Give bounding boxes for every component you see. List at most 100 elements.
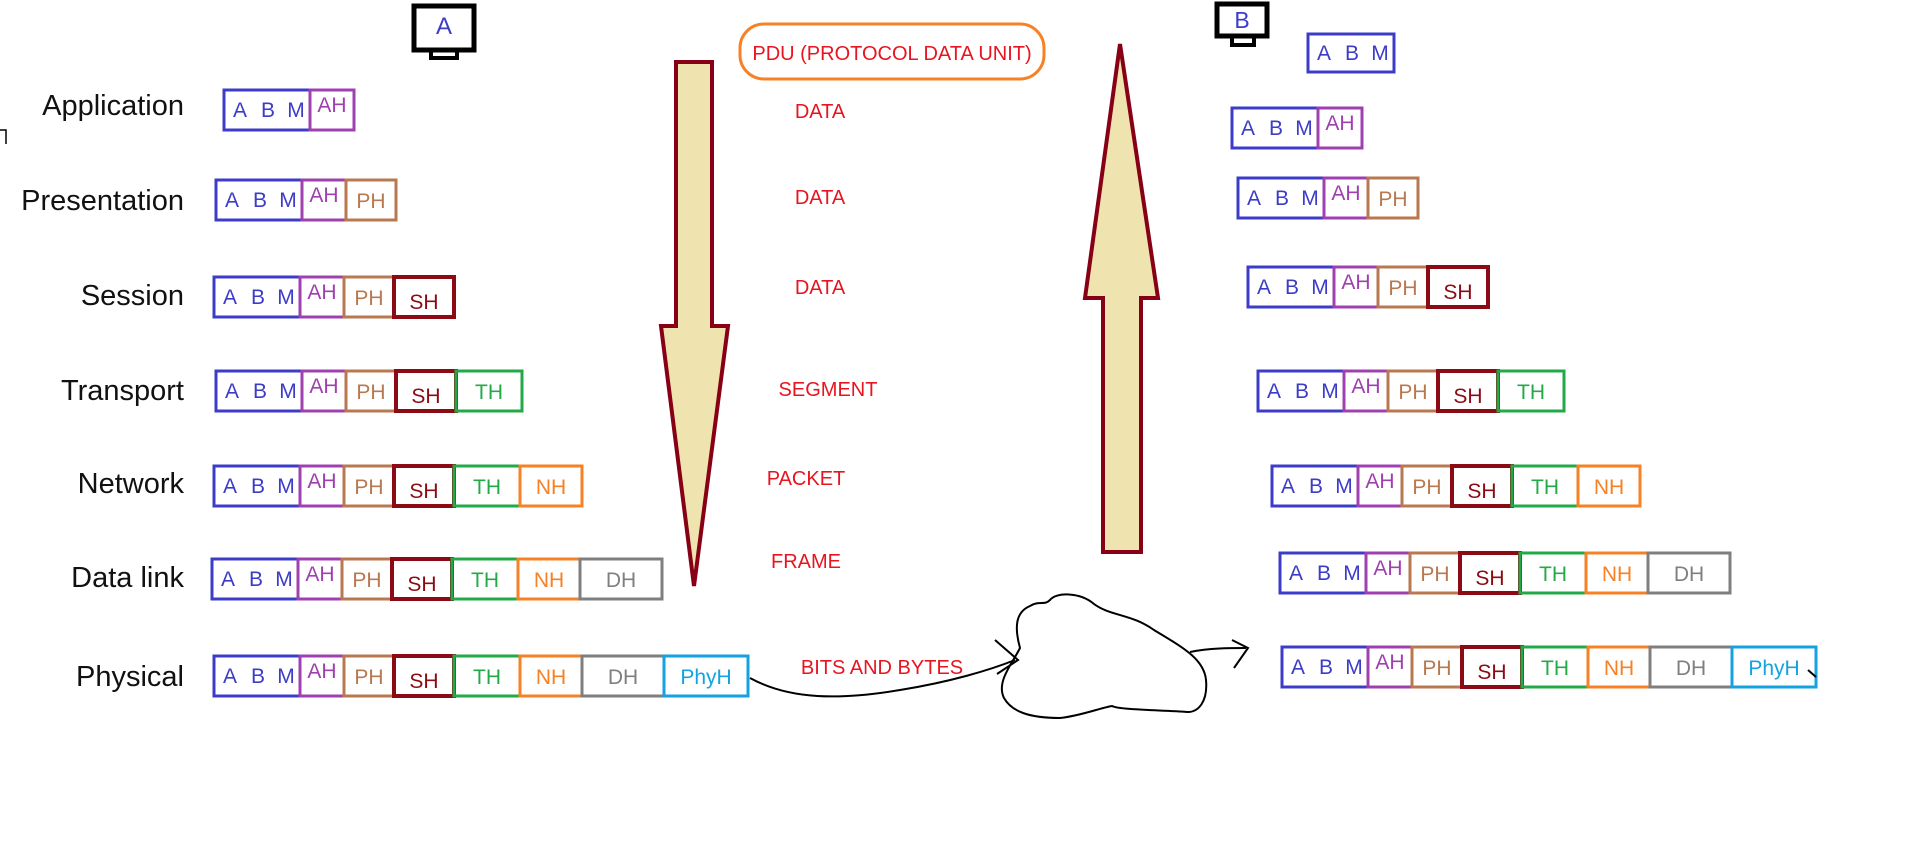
payload-letter: M <box>1321 380 1339 403</box>
link-to-host-b <box>1189 647 1247 653</box>
host-a-label: A <box>436 13 452 40</box>
layer-name-transport: Transport <box>61 375 184 407</box>
network-cloud-icon <box>1001 593 1208 720</box>
header-label-ph: PH <box>356 190 385 213</box>
layer-name-data-link: Data link <box>71 562 184 594</box>
pdu-name-6: FRAME <box>771 551 841 573</box>
header-label-dh: DH <box>1676 657 1706 680</box>
payload-letter: A <box>1257 276 1271 299</box>
trailing-mark <box>1807 669 1817 678</box>
payload-letter: A <box>1317 42 1331 65</box>
header-label-ah: AH <box>307 660 336 683</box>
payload-letter: A <box>1267 380 1281 403</box>
payload-letter: A <box>225 189 239 212</box>
payload-box <box>1306 32 1396 74</box>
payload-letter: B <box>1309 475 1323 498</box>
header-box-th <box>1496 369 1566 413</box>
header-box-nh <box>1576 464 1642 508</box>
header-label-th: TH <box>1517 381 1545 404</box>
payload-letter: M <box>1311 276 1329 299</box>
computer-a-icon <box>411 3 477 60</box>
header-label-nh: NH <box>1604 657 1634 680</box>
payload-letter: A <box>223 475 237 498</box>
layer-name-presentation: Presentation <box>21 185 184 217</box>
header-label-th: TH <box>1531 476 1559 499</box>
header-label-nh: NH <box>1602 563 1632 586</box>
payload-letter: B <box>1317 562 1331 585</box>
pdu-name-5: PACKET <box>767 468 846 490</box>
header-label-sh: SH <box>1467 480 1496 503</box>
header-label-nh: NH <box>534 569 564 592</box>
payload-letter: B <box>251 665 265 688</box>
pdu-title-border <box>738 22 1046 81</box>
payload-letter: A <box>1247 187 1261 210</box>
payload-letter: A <box>1289 562 1303 585</box>
payload-letter: A <box>1241 117 1255 140</box>
payload-letter: B <box>1345 42 1359 65</box>
payload-letter: M <box>277 665 295 688</box>
header-label-ah: AH <box>305 563 334 586</box>
pdu-name-1: DATA <box>795 101 846 123</box>
header-label-sh: SH <box>1477 661 1506 684</box>
header-box-nh <box>518 464 584 508</box>
pdu-name-7: BITS AND BYTES <box>801 657 963 679</box>
header-label-phyh: PhyH <box>680 666 731 689</box>
arrowhead-to-cloud <box>994 639 1020 675</box>
header-box-ph <box>344 178 398 222</box>
payload-letter: M <box>1345 656 1363 679</box>
header-box-ph <box>1366 176 1420 220</box>
payload-letter: M <box>279 380 297 403</box>
payload-letter: M <box>1295 117 1313 140</box>
header-label-th: TH <box>473 666 501 689</box>
header-box-phyh <box>1730 645 1818 689</box>
payload-letter: M <box>1343 562 1361 585</box>
payload-letter: B <box>253 380 267 403</box>
header-label-ah: AH <box>317 94 346 117</box>
header-label-th: TH <box>473 476 501 499</box>
payload-letter: B <box>1285 276 1299 299</box>
header-label-th: TH <box>1541 657 1569 680</box>
header-label-sh: SH <box>409 291 438 314</box>
header-label-ah: AH <box>1325 112 1354 135</box>
payload-letter: M <box>277 286 295 309</box>
header-label-sh: SH <box>409 480 438 503</box>
header-label-ph: PH <box>1420 563 1449 586</box>
payload-letter: A <box>223 286 237 309</box>
header-label-ah: AH <box>307 281 336 304</box>
header-label-sh: SH <box>1475 567 1504 590</box>
payload-letter: B <box>253 189 267 212</box>
payload-letter: B <box>1295 380 1309 403</box>
header-label-sh: SH <box>1443 281 1472 304</box>
header-box-sh <box>392 275 456 319</box>
header-label-ph: PH <box>352 569 381 592</box>
header-label-ah: AH <box>309 184 338 207</box>
header-label-th: TH <box>475 381 503 404</box>
header-label-nh: NH <box>536 666 566 689</box>
arrowhead-to-host-b <box>1231 639 1250 669</box>
transmission-link <box>749 659 1016 698</box>
payload-letter: A <box>1281 475 1295 498</box>
payload-letter: B <box>1269 117 1283 140</box>
header-label-sh: SH <box>1453 385 1482 408</box>
payload-letter: M <box>287 99 305 122</box>
payload-letter: M <box>277 475 295 498</box>
header-label-ph: PH <box>354 666 383 689</box>
payload-letter: M <box>279 189 297 212</box>
header-label-phyh: PhyH <box>1748 657 1799 680</box>
header-label-nh: NH <box>1594 476 1624 499</box>
host-b-label: B <box>1234 7 1249 33</box>
layer-name-application: Application <box>42 90 184 122</box>
header-label-ph: PH <box>1422 657 1451 680</box>
header-label-ph: PH <box>1412 476 1441 499</box>
header-label-nh: NH <box>536 476 566 499</box>
layer-name-session: Session <box>81 280 184 312</box>
